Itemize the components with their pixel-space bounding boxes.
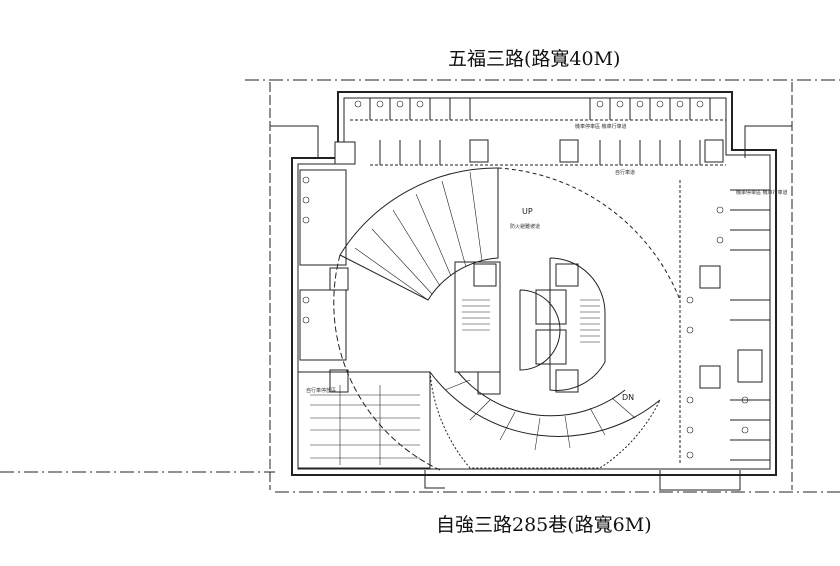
stall-markers xyxy=(302,100,749,459)
parking-row-top xyxy=(350,98,726,121)
core-curve xyxy=(519,289,561,371)
ramp-down-label: DN xyxy=(622,393,634,402)
core-right xyxy=(549,257,606,391)
ramp-up-label: UP xyxy=(522,207,533,216)
parking-right xyxy=(679,180,770,465)
site-boundary xyxy=(269,82,793,490)
right-room-label: 機車停車區 機車行車道 xyxy=(736,189,788,196)
left-room-lower xyxy=(298,371,431,469)
building-outline xyxy=(291,91,777,476)
bottom-road-label: 自強三路285巷(路寬6M) xyxy=(436,514,652,536)
elevator-2 xyxy=(535,329,567,365)
stair-treads xyxy=(462,299,600,343)
ramp-lower-inner xyxy=(457,371,626,417)
bottom-left-label: 自行車停放區 xyxy=(306,387,336,394)
parking-row-second xyxy=(370,140,726,166)
elevator-1 xyxy=(535,289,567,325)
bike-racks xyxy=(310,385,420,465)
top-road-label: 五福三路(路寬40M) xyxy=(448,48,621,70)
ramp-ticks xyxy=(354,168,636,451)
ramp-note-label: 防火避難坡道 xyxy=(510,223,540,230)
bottom-exit xyxy=(659,470,741,491)
ramp-lower-outer xyxy=(429,371,661,437)
core-left xyxy=(454,261,501,373)
top-room-label: 機車停車區 機車行車道 xyxy=(575,123,627,130)
bike-lane-label: 自行車道 xyxy=(615,169,635,176)
columns xyxy=(329,139,724,395)
left-room-mid xyxy=(299,289,347,361)
left-room-upper xyxy=(299,169,347,266)
